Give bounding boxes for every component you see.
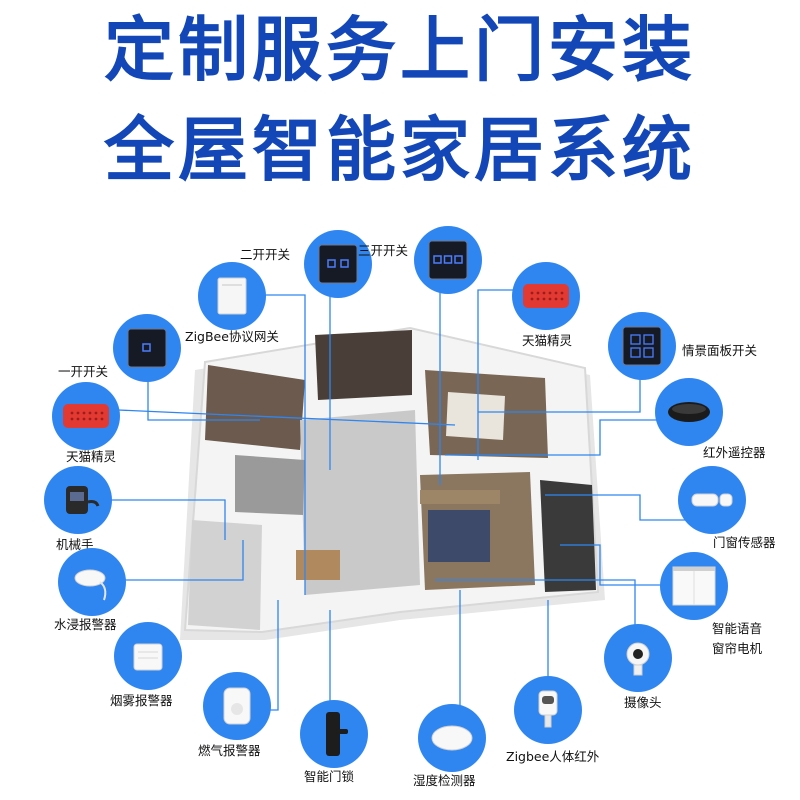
- water-leak-icon: [74, 569, 107, 601]
- device-smoke-alarm[interactable]: [114, 622, 182, 690]
- room-study: [205, 365, 305, 450]
- label-water-alarm: 水浸报警器: [54, 617, 117, 632]
- device-motion-sensor[interactable]: [514, 676, 582, 744]
- label-smart-speaker-left: 天猫精灵: [66, 449, 117, 464]
- dining-table: [296, 550, 340, 580]
- device-door-lock[interactable]: [300, 700, 368, 768]
- label-two-gang-switch: 二开开关: [240, 247, 291, 262]
- one-gang-switch-icon: [127, 328, 167, 368]
- label-gas-alarm: 燃气报警器: [198, 743, 261, 758]
- device-one-gang-switch[interactable]: [113, 314, 181, 382]
- two-gang-switch-icon: [318, 244, 358, 284]
- label-one-gang-switch: 一开开关: [58, 364, 109, 379]
- room-storage: [315, 330, 412, 400]
- curtain-motor-icon: [672, 566, 716, 606]
- room-bath: [235, 455, 305, 515]
- device-humidity-sensor[interactable]: [418, 704, 486, 772]
- label-motion-sensor: Zigbee人体红外: [506, 749, 600, 764]
- label-ir-remote: 红外遥控器: [703, 445, 766, 460]
- device-two-gang-switch[interactable]: [304, 230, 372, 298]
- ir-remote-icon: [668, 402, 710, 422]
- three-gang-switch-icon: [428, 240, 468, 280]
- device-gateway[interactable]: [198, 262, 266, 330]
- gas-detector-icon: [223, 687, 251, 725]
- device-robot-arm[interactable]: [44, 466, 112, 534]
- device-door-sensor[interactable]: [678, 466, 746, 534]
- label-door-lock: 智能门锁: [304, 769, 355, 784]
- device-smart-speaker-right[interactable]: [512, 262, 580, 330]
- device-ir-remote[interactable]: [655, 378, 723, 446]
- device-curtain-motor[interactable]: [660, 552, 728, 620]
- device-smart-speaker-left[interactable]: [52, 382, 120, 450]
- smart-speaker-icon: [523, 284, 569, 308]
- smoke-detector-icon: [133, 643, 163, 671]
- scene-panel-icon: [622, 326, 662, 366]
- humidity-sensor-icon: [431, 725, 473, 751]
- label-gateway: ZigBee协议网关: [185, 329, 279, 344]
- room-balcony: [540, 480, 596, 592]
- gateway-icon: [217, 277, 247, 315]
- smart-speaker-icon: [63, 404, 109, 428]
- door-sensor-icon: [691, 493, 733, 507]
- device-scene-panel[interactable]: [608, 312, 676, 380]
- label-camera: 摄像头: [624, 695, 662, 710]
- label-three-gang-switch: 三开开关: [358, 243, 409, 258]
- robot-arm-icon: [66, 486, 100, 514]
- label-curtain-motor-2: 窗帘电机: [712, 641, 763, 656]
- sofa: [420, 490, 500, 504]
- headline-line-2: 全屋智能家居系统: [104, 109, 696, 191]
- label-door-sensor: 门窗传感器: [713, 535, 776, 550]
- device-camera[interactable]: [604, 624, 672, 692]
- label-curtain-motor-1: 智能语音: [712, 621, 763, 636]
- label-smoke-alarm: 烟雾报警器: [110, 693, 173, 708]
- headline-line-1: 定制服务上门安装: [104, 9, 696, 91]
- connector-lines: [98, 255, 700, 711]
- motion-sensor-icon: [538, 690, 558, 728]
- door-lock-icon: [326, 712, 348, 756]
- label-scene-panel: 情景面板开关: [682, 343, 758, 358]
- camera-icon: [626, 642, 650, 676]
- device-three-gang-switch[interactable]: [414, 226, 482, 294]
- label-humidity-sensor: 湿度检测器: [413, 773, 476, 788]
- bed: [446, 392, 505, 440]
- label-smart-speaker-right: 天猫精灵: [522, 333, 573, 348]
- device-gas-alarm[interactable]: [203, 672, 271, 740]
- device-water-alarm[interactable]: [58, 548, 126, 616]
- rug: [428, 510, 490, 562]
